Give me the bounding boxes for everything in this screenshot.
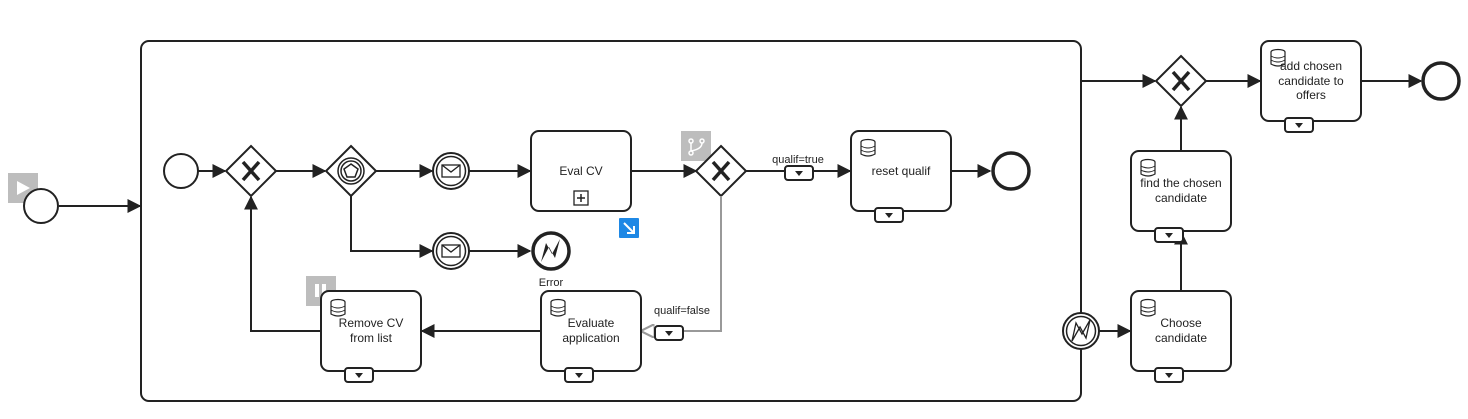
task-evaluate-application-label-2: application — [562, 331, 619, 345]
task-eval-cv-label: Eval CV — [559, 164, 602, 178]
task-choose-candidate-label-1: Choose — [1160, 316, 1202, 330]
error-end-event[interactable] — [531, 231, 571, 271]
play-icon — [17, 181, 30, 195]
error-end-event-label: Error — [539, 277, 564, 289]
task-remove-cv-label-2: from list — [350, 331, 393, 345]
flow-remove-to-merge-gateway[interactable] — [244, 195, 321, 332]
boundary-error-event[interactable] — [1062, 312, 1100, 350]
event-based-gateway[interactable] — [324, 144, 378, 198]
flow-to-message-event-2[interactable] — [350, 196, 434, 258]
flow-qualif-true-toggle[interactable] — [784, 165, 814, 181]
task-reset-qualif-label: reset qualif — [872, 164, 931, 178]
datastore-icon — [1270, 48, 1286, 67]
inner-start-event[interactable] — [163, 153, 199, 189]
task-add-chosen-toggle[interactable] — [1284, 117, 1314, 133]
flow-qualif-false-toggle[interactable] — [654, 325, 684, 341]
outer-start-event[interactable] — [23, 188, 59, 224]
task-find-chosen-label-1: find the chosen — [1140, 176, 1221, 190]
task-evaluate-application-label-1: Evaluate — [568, 316, 615, 330]
outer-end-event[interactable] — [1421, 61, 1461, 101]
task-choose-candidate-label-2: candidate — [1155, 331, 1207, 345]
datastore-icon — [330, 298, 346, 317]
task-add-chosen-label-2: candidate to — [1278, 74, 1344, 88]
task-find-chosen-toggle[interactable] — [1154, 227, 1184, 243]
message-catch-event-2[interactable] — [432, 232, 470, 270]
collapsed-subprocess-plus-icon[interactable] — [573, 190, 589, 206]
task-choose-candidate-toggle[interactable] — [1154, 367, 1184, 383]
datastore-icon — [860, 138, 876, 157]
datastore-icon — [1140, 298, 1156, 317]
task-remove-cv-label-1: Remove CV — [339, 316, 404, 330]
flow-qualif-false-label: qualif=false — [654, 305, 710, 317]
task-evaluate-application-toggle[interactable] — [564, 367, 594, 383]
task-find-chosen-label-2: candidate — [1155, 191, 1207, 205]
datastore-icon — [550, 298, 566, 317]
exclusive-gateway-outer[interactable] — [1154, 54, 1208, 108]
inner-end-event[interactable] — [991, 151, 1031, 191]
task-reset-qualif-toggle[interactable] — [874, 207, 904, 223]
datastore-icon — [1140, 158, 1156, 177]
task-remove-cv-toggle[interactable] — [344, 367, 374, 383]
drilldown-arrow-icon[interactable] — [619, 218, 639, 238]
branch-overlay-icon[interactable] — [681, 131, 711, 161]
task-add-chosen-label-1: add chosen — [1280, 59, 1342, 73]
message-catch-event-1[interactable] — [432, 152, 470, 190]
flow-qualif-true-label: qualif=true — [772, 154, 824, 166]
task-add-chosen-label-3: offers — [1296, 88, 1326, 102]
